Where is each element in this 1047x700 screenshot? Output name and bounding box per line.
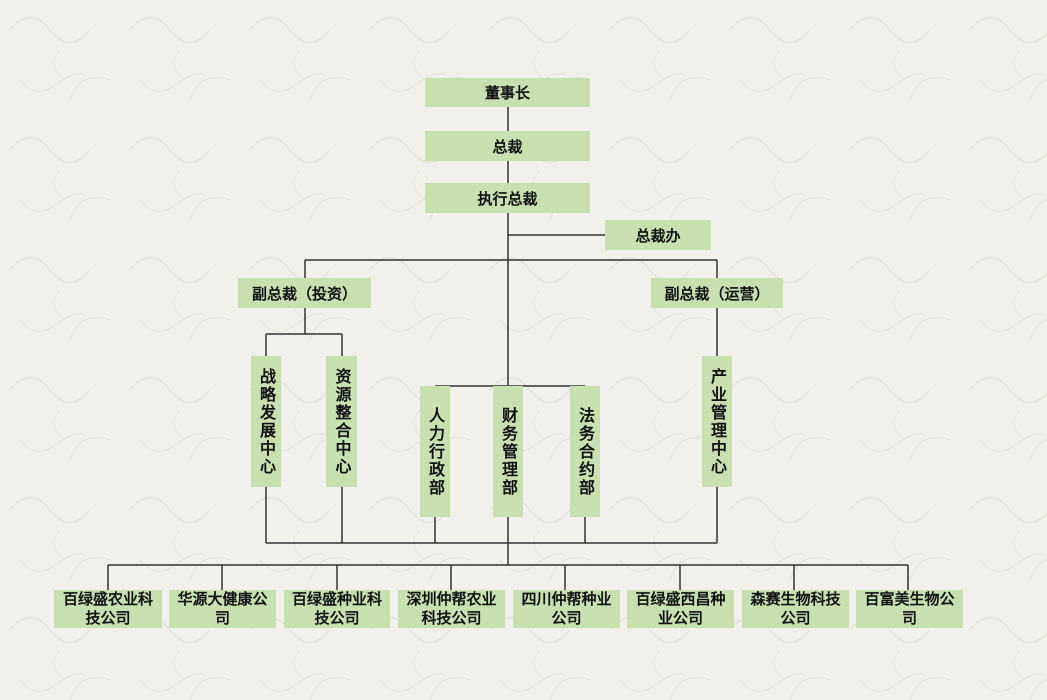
resource-center-box: 资源整合中心 [326, 356, 357, 487]
company-box: 百绿盛种业科技公司 [284, 590, 390, 628]
chairman-box: 董事长 [425, 78, 590, 107]
executive-president-box: 执行总裁 [425, 183, 590, 213]
finance-dept-box: 财务管理部 [493, 386, 523, 517]
vp-investment-box: 副总裁（投资） [238, 278, 371, 308]
company-box: 深圳仲帮农业科技公司 [398, 590, 505, 628]
company-box: 四川仲帮种业公司 [513, 590, 620, 628]
legal-dept-box: 法务合约部 [570, 386, 600, 517]
company-box: 百绿盛农业科技公司 [54, 590, 162, 628]
vp-operations-box: 副总裁（运营） [651, 278, 783, 308]
president-office-box: 总裁办 [605, 220, 711, 250]
president-box: 总裁 [425, 131, 590, 161]
strategy-center-box: 战略发展中心 [251, 356, 281, 487]
hr-dept-box: 人力行政部 [420, 386, 450, 517]
industry-center-box: 产业管理中心 [702, 356, 732, 487]
company-box: 百富美生物公司 [856, 590, 963, 628]
company-box: 华源大健康公司 [169, 590, 276, 628]
company-box: 百绿盛西昌种业公司 [627, 590, 734, 628]
company-box: 森赛生物科技公司 [742, 590, 849, 628]
